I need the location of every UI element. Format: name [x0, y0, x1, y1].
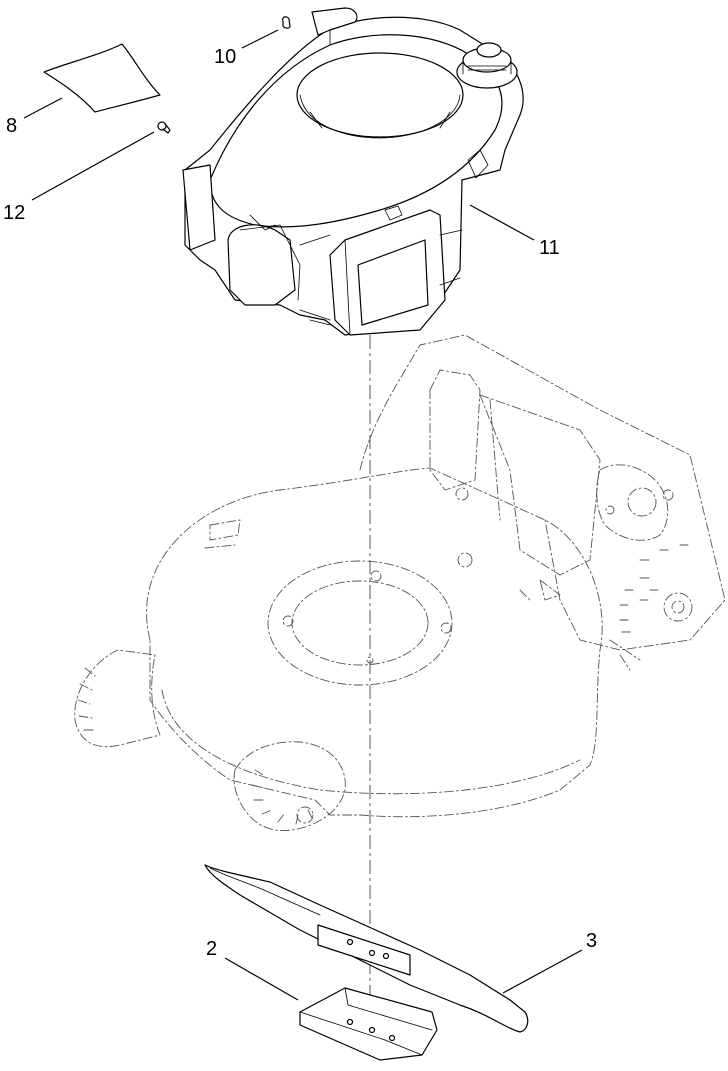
- mower-deck: [74, 334, 726, 831]
- blade: [204, 864, 529, 1033]
- callout-12: 12: [3, 202, 25, 224]
- leader-line-2: [224, 957, 299, 1001]
- leader-line-11: [469, 204, 535, 241]
- callout-10: 10: [214, 46, 236, 68]
- callout-11: 11: [539, 237, 560, 259]
- decal: [43, 43, 161, 113]
- clip: [282, 16, 291, 29]
- engine: [182, 7, 524, 336]
- leader-line-12: [31, 131, 155, 201]
- leader-line-10: [241, 29, 279, 49]
- callout-2: 2: [206, 938, 217, 960]
- callout-8: 8: [6, 115, 17, 137]
- leader-line-3: [502, 949, 583, 994]
- blade-adapter: [299, 987, 438, 1061]
- callout-3: 3: [586, 930, 597, 952]
- screw: [157, 121, 171, 134]
- leader-line-8: [23, 97, 63, 119]
